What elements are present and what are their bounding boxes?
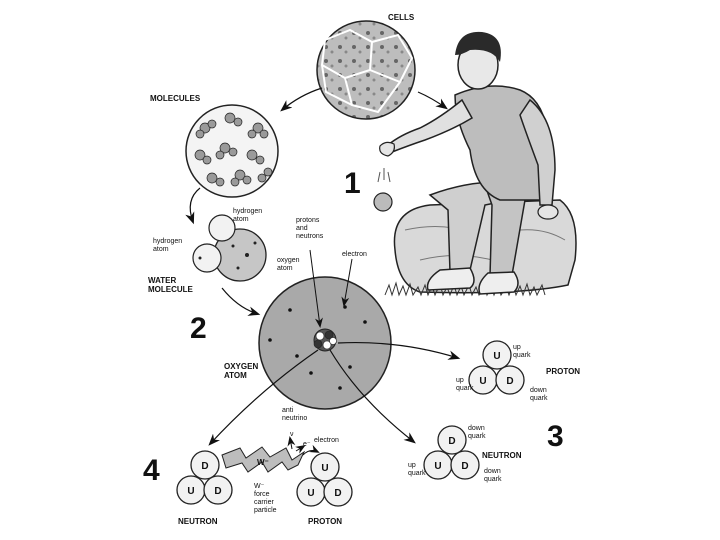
neutron-right-label: NEUTRON: [482, 451, 522, 460]
arrow-w-to-proton: [302, 444, 320, 456]
arrow-to-neutron: [329, 349, 416, 444]
boy-illustration: [373, 31, 577, 297]
quark: U: [321, 463, 328, 474]
e-symbol: e⁻: [303, 441, 311, 448]
quark: D: [334, 488, 341, 499]
oxygen-atom: [258, 276, 392, 410]
neutron-bottom-label: NEUTRON: [178, 517, 218, 526]
cells-label: CELLS: [388, 13, 415, 22]
arrow-to-decay: [208, 349, 319, 446]
neutron-bottom: D U D: [176, 450, 233, 505]
quark: U: [479, 376, 486, 387]
nu-symbol: ν: [290, 431, 294, 438]
cells-circle: [316, 20, 416, 120]
electron-atom-label: electron: [342, 251, 367, 258]
arrow-cells-to-molecules: [280, 87, 323, 112]
w-label: W⁻: [257, 458, 269, 467]
molecules-circle: [185, 104, 279, 198]
arrow-boy-to-cells: [417, 91, 448, 110]
neutron-right: D U D: [423, 425, 480, 480]
step-number-1: 1: [344, 167, 361, 200]
arrow-to-proton: [337, 341, 461, 360]
arrow-water-to-oxygen: [221, 287, 261, 316]
quark: U: [187, 486, 194, 497]
arrow-to-electron: [341, 258, 353, 307]
proton-bottom: U U D: [296, 452, 353, 507]
quark: U: [307, 488, 314, 499]
quark: D: [214, 486, 221, 497]
step-number-2: 2: [190, 312, 207, 345]
proton-right: U U D: [468, 340, 525, 395]
proton-bottom-label: PROTON: [308, 517, 342, 526]
proton-right-label: PROTON: [546, 367, 580, 376]
quark: D: [506, 376, 513, 387]
quark: D: [461, 461, 468, 472]
quark: D: [448, 436, 455, 447]
electron-decay-label: electron: [314, 437, 339, 444]
quark: U: [493, 351, 500, 362]
arrow-electron: [295, 444, 306, 454]
nucleus: [313, 328, 337, 352]
step-number-3: 3: [547, 420, 564, 453]
w-boson-band: [221, 446, 306, 473]
arrow-to-nucleus: [309, 249, 323, 328]
step-number-4: 4: [143, 454, 160, 487]
quark: U: [434, 461, 441, 472]
quark: D: [201, 461, 208, 472]
arrow-antineutrino: [287, 436, 296, 450]
molecules-label: MOLECULES: [150, 94, 201, 103]
arrow-molecules-to-water: [185, 187, 201, 225]
water-molecule: [192, 214, 267, 282]
